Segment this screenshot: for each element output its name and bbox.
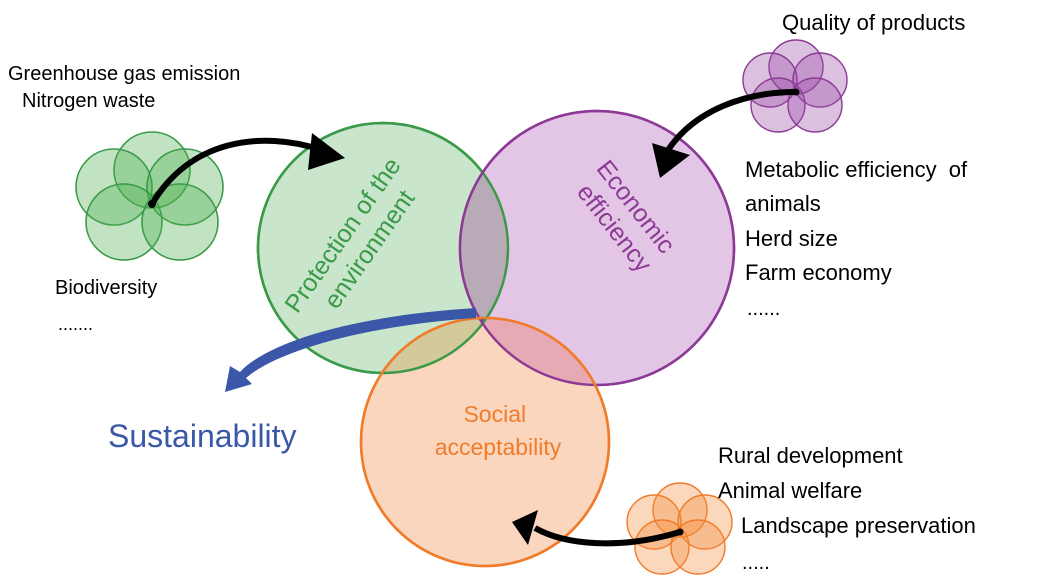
econ-factor-herd: Herd size — [745, 226, 838, 251]
environment-arrow — [149, 137, 323, 206]
social-factor-more: ..... — [742, 552, 770, 574]
social-factor-rural: Rural development — [718, 443, 903, 468]
sustainability-label: Sustainability — [108, 418, 297, 454]
social-factor-welfare: Animal welfare — [718, 478, 862, 503]
econ-factor-farm: Farm economy — [745, 260, 892, 285]
econ-factor-metabolic: Metabolic efficiency of — [745, 157, 968, 182]
sustainability-arrow — [225, 308, 476, 392]
economic-flower-icon — [742, 39, 848, 133]
econ-factor-animals: animals — [745, 191, 821, 216]
env-factor-more: ....... — [58, 314, 93, 334]
econ-factor-more: ...... — [747, 298, 780, 320]
social-flower-icon — [626, 482, 733, 575]
environment-flower-icon — [75, 131, 224, 261]
env-factor-ghg: Greenhouse gas emission — [8, 63, 240, 85]
env-factor-nitrogen: Nitrogen waste — [22, 90, 155, 112]
social-arrow — [533, 525, 681, 547]
social-label: Social acceptability — [435, 401, 562, 460]
env-factor-biodiversity: Biodiversity — [55, 277, 157, 299]
econ-factor-quality: Quality of products — [782, 10, 965, 35]
social-factor-landscape: Landscape preservation — [741, 513, 976, 538]
economic-arrow — [665, 89, 797, 152]
